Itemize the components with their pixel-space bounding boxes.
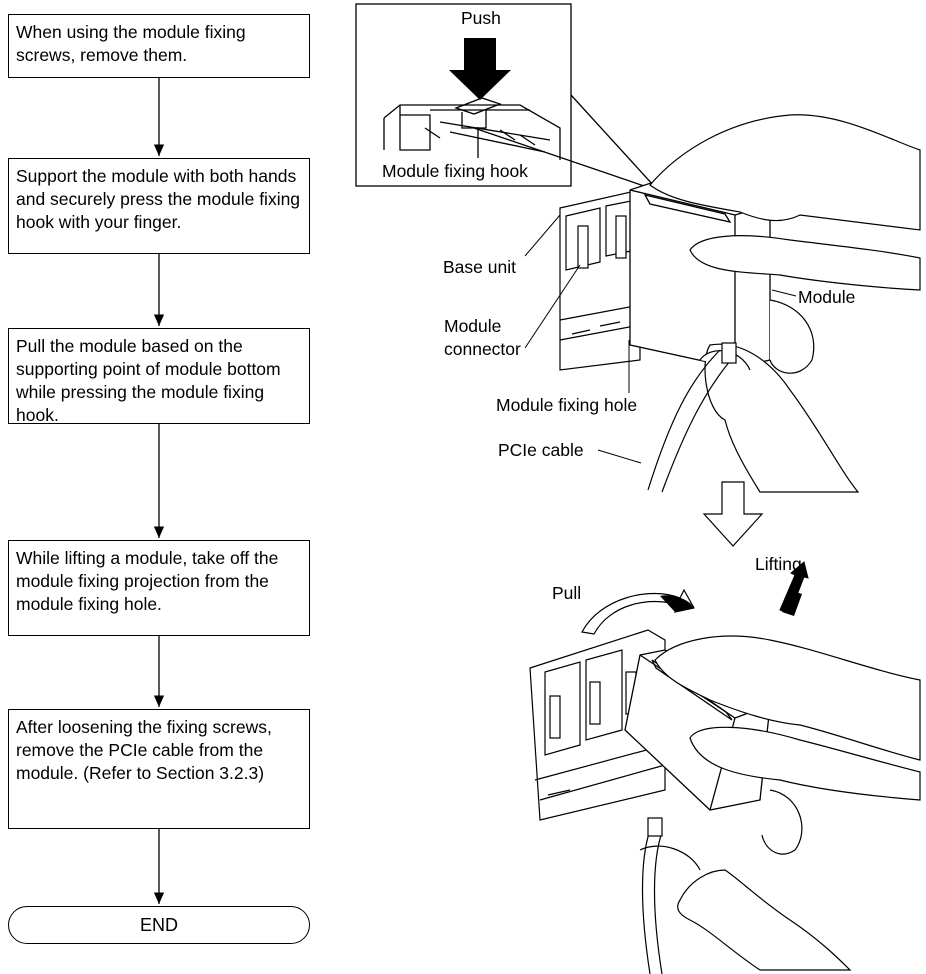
step-4-box: While lifting a module, take off the mod…	[8, 540, 310, 636]
pull-arrow	[581, 588, 695, 635]
top-hands	[649, 114, 921, 493]
top-base-unit	[559, 189, 641, 371]
bottom-hands	[639, 635, 921, 971]
step-5-box: After loosening the fixing screws, remov…	[8, 709, 310, 829]
down-arrow-hollow	[702, 481, 764, 547]
step-2-box: Support the module with both hands and s…	[8, 158, 310, 254]
step-3-box: Pull the module based on the supporting …	[8, 328, 310, 425]
bottom-base-unit	[529, 629, 666, 821]
module-fixing-hole-label: Module fixing hole	[496, 395, 638, 415]
push-label: Push	[461, 8, 501, 28]
push-arrow	[449, 38, 511, 100]
module-connector-label: Module connector	[444, 316, 521, 359]
step-1-text: When using the module fixing screws, rem…	[16, 22, 246, 65]
module-label: Module	[798, 287, 856, 307]
leader-lines	[524, 214, 797, 464]
pcie-cable-bottom	[641, 829, 663, 974]
pcie-cable-label: PCIe cable	[498, 440, 584, 460]
pull-label: Pull	[552, 583, 582, 603]
step-4-text: While lifting a module, take off the mod…	[16, 548, 279, 614]
module-fixing-hook-label: Module fixing hook	[382, 161, 528, 181]
end-terminator: END	[8, 906, 310, 944]
step-3-text: Pull the module based on the supporting …	[16, 336, 281, 425]
base-unit-label: Base unit	[443, 257, 516, 277]
step-1-box: When using the module fixing screws, rem…	[8, 14, 310, 78]
step-5-text: After loosening the fixing screws, remov…	[16, 717, 272, 783]
pcie-cable-top	[647, 349, 736, 493]
lifting-label: Lifting	[755, 554, 802, 574]
step-2-text: Support the module with both hands and s…	[16, 166, 301, 232]
hook-inset	[355, 3, 655, 189]
